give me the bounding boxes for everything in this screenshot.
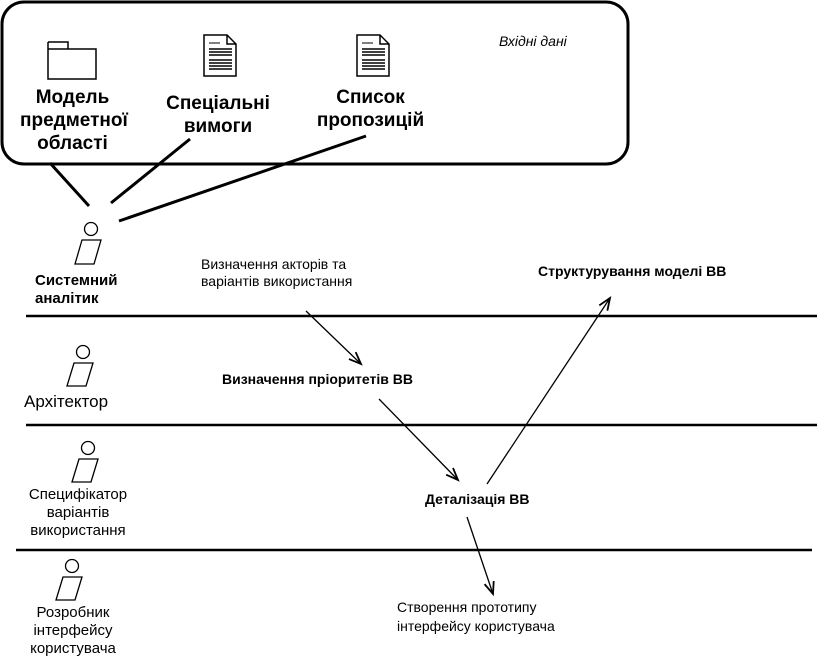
swimlane-dividers	[16, 314, 817, 552]
flow-arrow-line	[486, 297, 611, 485]
role-label-use-case-specifier: Специфікатор варіантів використання	[28, 486, 128, 539]
inputs-box-title: Вхідні дані	[499, 33, 567, 49]
input-label-special-requirements: Спеціальні вимоги	[166, 93, 270, 137]
arrowhead-icon	[598, 295, 612, 311]
input-connectors	[48, 134, 367, 223]
folder-icon	[47, 41, 97, 80]
flow-arrow-line	[378, 398, 459, 481]
activity-prioritize-use-cases: Визначення пріоритетів ВВ	[222, 371, 413, 387]
arrowhead-icon	[445, 467, 460, 482]
activity-find-actors-use-cases: Визначення акторів та варіантів використ…	[201, 256, 353, 289]
input-label-domain-model: Модель предметної області	[20, 87, 128, 154]
actor-icon	[55, 558, 83, 601]
actor-icon	[74, 221, 102, 265]
role-label-ui-designer: Розробник інтерфейсу користувача	[30, 604, 116, 657]
actor-icon	[71, 440, 99, 483]
activity-structure-use-case-model: Структурування моделі ВВ	[538, 263, 727, 279]
input-label-proposals-list: Список пропозицій	[316, 87, 425, 131]
connector-line	[118, 134, 367, 223]
arrowhead-icon	[483, 580, 495, 597]
connector-line	[110, 137, 191, 205]
activity-detail-use-case: Деталізація ВВ	[425, 491, 530, 507]
flow-arrow-line	[466, 516, 494, 595]
arrowhead-icon	[348, 351, 363, 366]
activity-prototype-ui: Створення прототипу інтерфейсу користува…	[397, 599, 555, 634]
inputs-container	[0, 0, 630, 166]
role-label-architect: Архітектор	[24, 392, 109, 411]
connector-line	[48, 161, 91, 208]
role-label-system-analyst: Системний аналітик	[35, 272, 118, 307]
actor-icon	[66, 344, 94, 387]
flow-arrows	[305, 295, 612, 597]
document-icon	[356, 34, 390, 77]
flow-arrow-line	[305, 310, 362, 365]
document-icon	[203, 34, 237, 77]
